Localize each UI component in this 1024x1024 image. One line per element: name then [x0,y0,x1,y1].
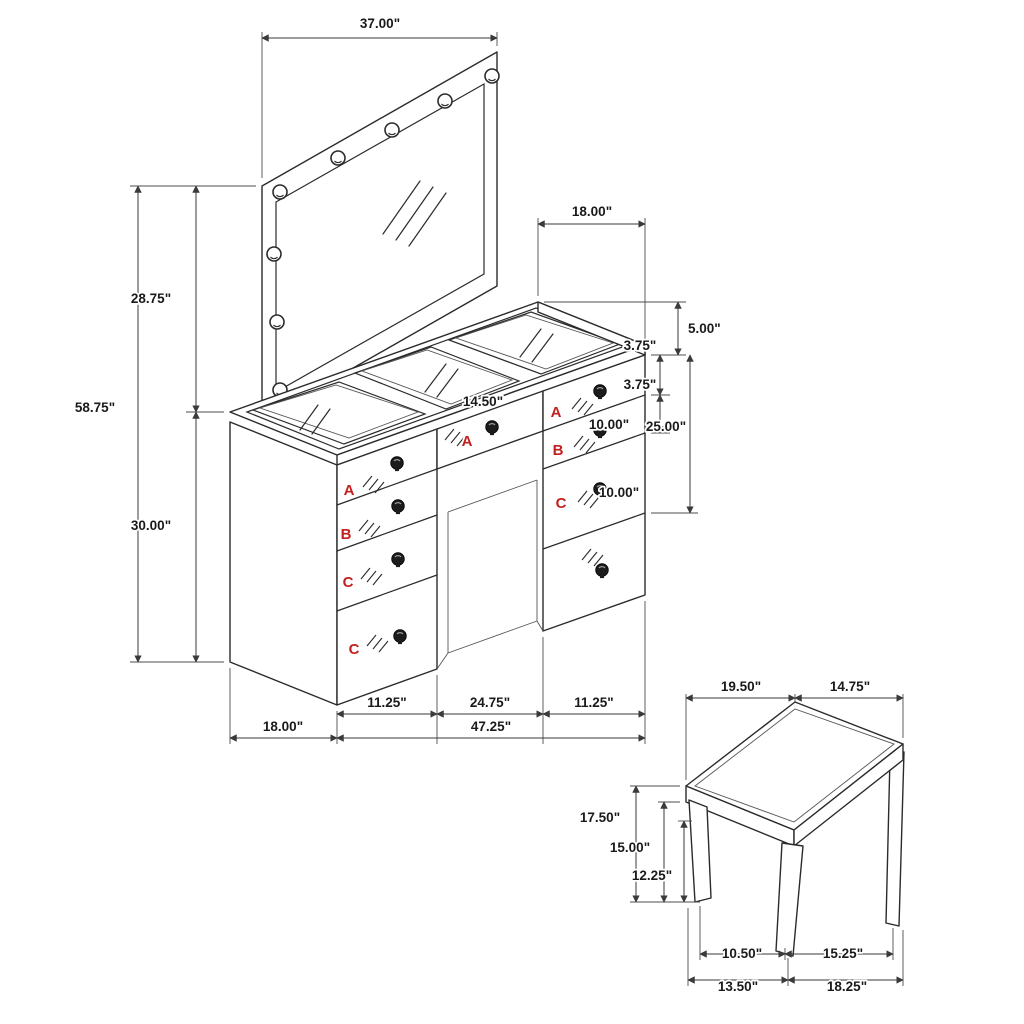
dim-drawer-b-height: 3.75" [624,377,657,392]
dim-stool-feet-inner-left: 10.50" [722,946,762,961]
extension-lines [130,32,698,744]
light-bulb-icon [272,184,288,200]
left-end-panel [229,421,338,706]
dim-drawer-a-height: 3.75" [624,338,657,353]
dim-total-width: 47.25" [471,719,511,734]
dim-top-depth: 18.00" [572,204,612,219]
dim-stool-underseat-height: 15.00" [610,840,650,855]
dim-right-pedestal-width: 11.25" [574,695,613,710]
dim-center-drawer-width: 14.50" [463,394,503,409]
dim-drawer-c2-width: 10.00" [599,485,639,500]
dim-stool-seat-left: 19.50" [721,679,761,694]
mirror-glass-reflection-marks [382,180,447,247]
dim-drawer-stack-height: 25.00" [646,419,686,434]
drawer-letter-labels: A B C C A A B C [339,402,569,660]
stool-dimensions: 19.50" 14.75" 17.50" 15.00" 12.25" 10.50… [578,677,904,996]
stool-leg-back-right [885,751,905,927]
drawer-label-a-left: A [344,482,355,499]
mirror-frame [261,51,498,421]
glass-pane-center [353,346,521,410]
right-pedestal-drawer-lines [542,394,646,550]
stool-dimension-lines [632,694,904,984]
stool-leg-front [775,842,804,957]
glass-pane-left-bevel [258,384,420,439]
light-bulb-icon [266,246,282,262]
dim-stool-feet-outer-left: 13.50" [718,979,758,994]
light-bulb-icon [484,68,500,84]
stool-apron-right [793,743,904,847]
drawer-label-c-left: C [343,574,354,591]
dim-base-height: 30.00" [131,518,171,533]
left-pedestal-front [336,428,438,706]
light-bulb-icon [269,314,285,330]
glass-pane-right-bevel [454,314,615,370]
dim-total-height: 58.75" [75,400,115,415]
stool [685,701,905,957]
dim-drawer-c-width: 10.00" [589,417,629,432]
drawer-label-c-right: C [556,495,567,512]
kneehole-interior [436,479,544,670]
stool-dimension-labels: 19.50" 14.75" 17.50" 15.00" 12.25" 10.50… [578,677,872,996]
light-bulb-icon [437,93,453,109]
dim-mirror-width: 37.00" [360,16,400,31]
dimension-labels: 37.00" 18.00" 58.75" 28.75" 30.00" 5.00"… [73,14,722,736]
dim-left-pedestal-width: 11.25" [367,695,406,710]
stool-seat-edge [694,708,895,823]
dim-apron-height: 5.00" [688,321,721,336]
glass-pane-center-bevel [360,349,514,405]
dim-stool-leg-height: 12.25" [632,868,672,883]
drawer-label-b-right: B [553,442,564,459]
dim-side-depth: 18.00" [263,719,303,734]
right-pedestal-front [542,354,646,632]
vanity-desk: A B C C A A B C [229,301,646,706]
vanity-dimensions: 37.00" 18.00" 58.75" 28.75" 30.00" 5.00"… [73,14,722,744]
mirror [261,51,500,421]
dim-stool-seat-right: 14.75" [830,679,870,694]
drawer-label-a-center: A [462,433,473,450]
stool-leg-left [688,799,712,903]
light-bulb-icon [384,122,400,138]
dimension-lines [134,34,694,742]
dim-stool-feet-inner-right: 15.25" [823,946,863,961]
glass-reflection-marks [299,328,554,435]
dim-mirror-height: 28.75" [131,291,171,306]
drawer-label-c2-left: C [349,641,360,658]
dim-kneehole-width: 24.75" [470,695,510,710]
left-pedestal-drawer-lines [336,468,438,612]
drawer-label-a-right: A [551,404,562,421]
drawer-label-b-left: B [341,526,352,543]
dim-stool-total-height: 17.50" [580,810,620,825]
light-bulb-icon [330,150,346,166]
dim-stool-feet-outer-right: 18.25" [827,979,867,994]
